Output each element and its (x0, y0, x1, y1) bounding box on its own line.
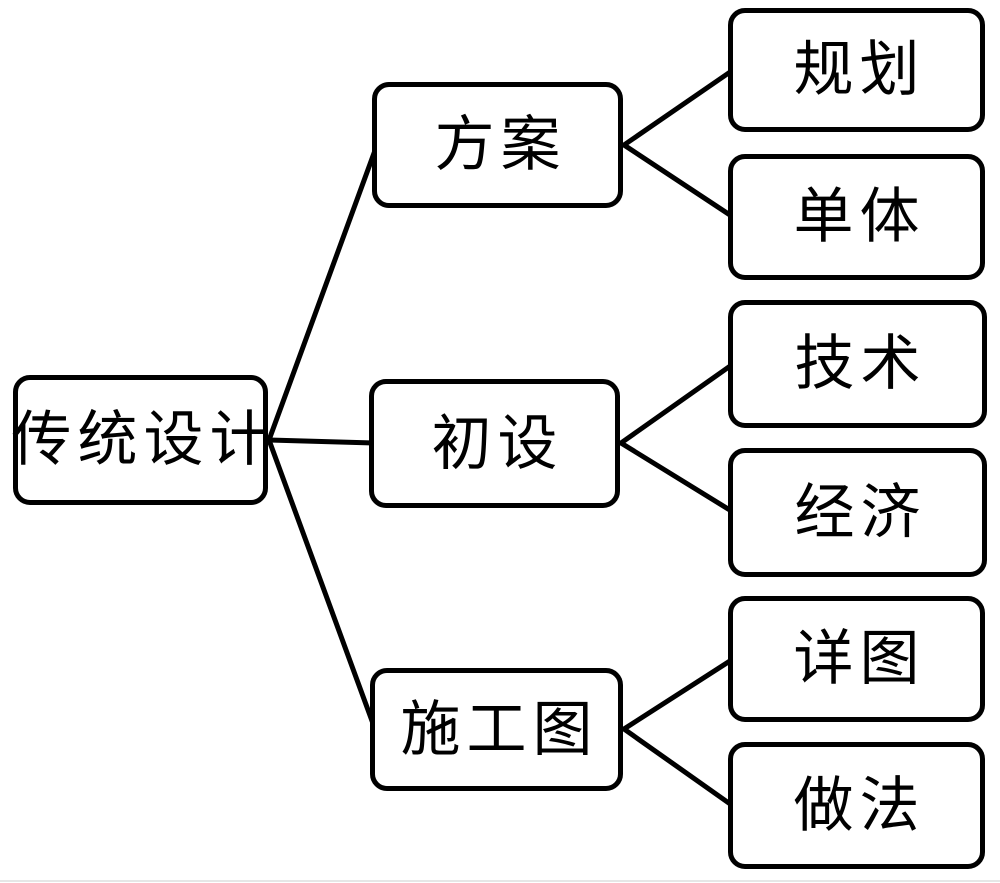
node-preliminary-design-label: 初设 (431, 410, 564, 477)
node-monomer: 单体 (728, 154, 985, 280)
edge-scheme-to-monomer (621, 142, 736, 220)
edge-scheme-to-planning (621, 67, 736, 148)
node-technology: 技术 (728, 300, 987, 428)
node-traditional-design-label: 传统设计 (11, 407, 276, 473)
edge-root-to-preliminary (266, 437, 377, 446)
edge-preliminary-to-economy (618, 440, 736, 515)
node-preliminary-design: 初设 (369, 379, 620, 508)
node-method-label: 做法 (793, 772, 926, 839)
node-planning: 规划 (728, 8, 985, 132)
node-traditional-design: 传统设计 (12, 375, 270, 505)
node-technology-label: 技术 (794, 331, 927, 397)
node-planning-label: 规划 (793, 37, 926, 103)
node-economy-label: 经济 (794, 479, 927, 546)
edge-construction-to-detail-drawing (621, 656, 736, 732)
edge-preliminary-to-technology (618, 361, 736, 446)
node-construction-drawing: 施工图 (370, 668, 623, 791)
edge-root-to-scheme (266, 142, 380, 443)
node-economy: 经济 (728, 448, 987, 577)
node-monomer-label: 单体 (793, 184, 926, 250)
node-detail-drawing: 详图 (728, 596, 985, 722)
node-construction-drawing-label: 施工图 (400, 696, 599, 763)
edge-root-to-construction (266, 437, 378, 732)
node-scheme-label: 方案 (434, 112, 567, 178)
node-method: 做法 (728, 742, 985, 869)
node-detail-drawing-label: 详图 (793, 626, 926, 692)
edge-construction-to-method (621, 726, 736, 809)
node-scheme: 方案 (372, 82, 623, 208)
bottom-border-line (0, 880, 1000, 882)
